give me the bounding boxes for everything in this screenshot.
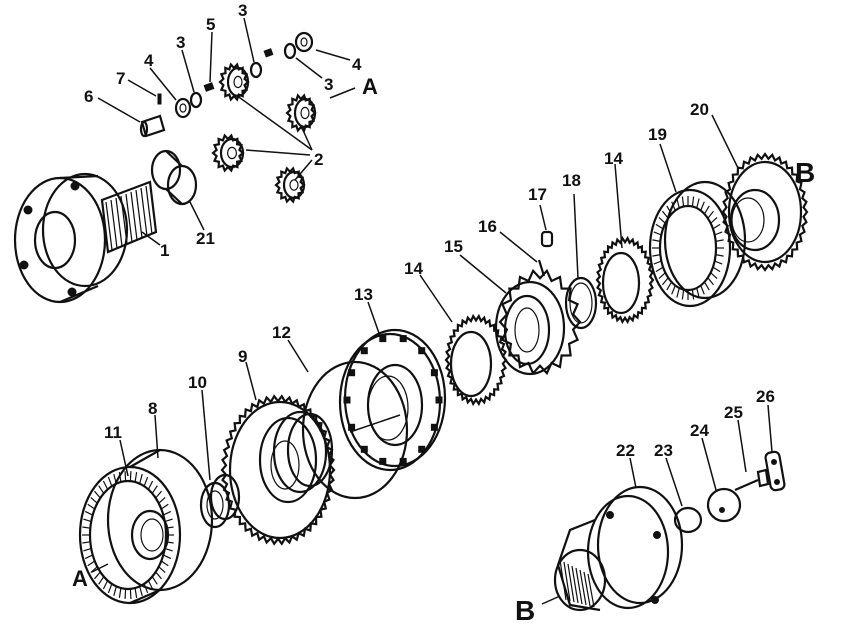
spacer-part-3-left (189, 91, 203, 109)
label-3c: 3 (324, 75, 333, 94)
label-5: 5 (206, 15, 215, 34)
snap-ring-part-18 (564, 276, 598, 330)
spacer-part-5b (263, 48, 274, 58)
planet-pin-part-6 (139, 114, 166, 138)
marker-a-top: A (362, 74, 378, 99)
clutch-plate-part-13 (338, 328, 447, 472)
part-labels: 1 2 3 3 3 4 4 5 6 7 8 9 10 11 12 13 14 1… (72, 1, 815, 626)
label-1: 1 (160, 241, 169, 260)
label-13: 13 (354, 285, 373, 304)
bushing-part-10 (199, 473, 241, 529)
snap-ring-part-12 (301, 360, 409, 500)
bushing-part-21 (150, 149, 198, 206)
synchronizer-ring-part-14-left (444, 313, 508, 407)
label-15: 15 (444, 237, 463, 256)
bolt-part-25 (734, 468, 770, 492)
output-flange-part-22 (553, 485, 684, 612)
label-6: 6 (84, 87, 93, 106)
planet-gear-2 (285, 93, 317, 133)
label-17: 17 (528, 185, 547, 204)
label-2: 2 (314, 150, 323, 169)
label-19: 19 (648, 125, 667, 144)
label-11: 11 (104, 423, 122, 442)
label-7: 7 (116, 69, 125, 88)
planet-gears-part-2 (211, 62, 317, 204)
label-14a: 14 (404, 259, 423, 278)
spacer-part-3-mid (249, 61, 263, 79)
label-14b: 14 (604, 149, 623, 168)
synchronizer-ring-part-14-right (595, 235, 655, 325)
lock-plate-part-26 (764, 450, 786, 492)
label-3a: 3 (176, 33, 185, 52)
marker-a-bottom: A (72, 566, 88, 591)
thrust-washer-part-4-right (294, 31, 314, 53)
thrust-washer-part-4-left (174, 97, 192, 119)
leader-lines (91, 17, 773, 605)
planet-gear-1 (218, 62, 250, 102)
planet-gear-3 (211, 133, 245, 173)
label-10: 10 (188, 373, 207, 392)
planet-carrier-part-1 (13, 172, 158, 304)
marker-b-bottom: B (515, 595, 535, 626)
ring-gear-hub-part-20 (721, 152, 809, 272)
label-23: 23 (654, 441, 673, 460)
pin-part-7 (157, 93, 162, 105)
label-16: 16 (478, 217, 497, 236)
o-ring-part-23 (673, 506, 703, 534)
label-26: 26 (756, 387, 775, 406)
label-25: 25 (724, 403, 743, 422)
ring-gear-part-8 (78, 448, 214, 605)
bushing-part-11 (130, 509, 170, 561)
synchronizer-hub-part-15 (494, 268, 582, 376)
spacer-part-5 (203, 82, 215, 92)
spacer-part-3-right (283, 42, 297, 60)
planet-gear-4 (274, 166, 306, 204)
label-4a: 4 (144, 51, 154, 70)
marker-b-top: B (795, 157, 815, 188)
label-20: 20 (690, 100, 709, 119)
sliding-sleeve-part-19 (648, 180, 747, 308)
washer-part-24 (706, 487, 742, 523)
marker-a-top-stroke (329, 87, 356, 99)
label-12: 12 (272, 323, 291, 342)
label-24: 24 (690, 421, 709, 440)
label-9: 9 (238, 347, 247, 366)
label-3b: 3 (238, 1, 247, 20)
detent-part-17 (540, 230, 554, 248)
label-22: 22 (616, 441, 635, 460)
label-8: 8 (148, 399, 157, 418)
label-18: 18 (562, 171, 581, 190)
label-4b: 4 (352, 55, 362, 74)
label-21: 21 (196, 229, 215, 248)
gear-part-9 (220, 394, 336, 546)
